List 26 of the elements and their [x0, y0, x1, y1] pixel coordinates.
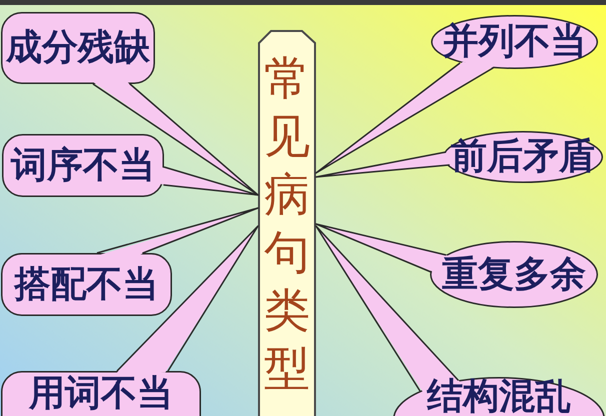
bubble-text: 成分残缺	[6, 30, 150, 66]
heading-box	[258, 30, 316, 416]
speech-bubble	[393, 377, 605, 416]
speech-bubble	[1, 12, 155, 84]
bubble-tail	[92, 81, 259, 196]
heading-text: 常见病句类型	[263, 50, 311, 397]
bubble-tail	[315, 151, 452, 178]
bubble-text: 结构混乱	[427, 378, 571, 414]
bubble-text: 重复多余	[442, 256, 586, 292]
bubble-text: 词序不当	[11, 148, 155, 184]
bubble-text: 搭配不当	[14, 266, 158, 302]
speech-bubble	[443, 131, 603, 183]
bubble-text: 并列不当	[442, 24, 586, 60]
bubble-tail	[315, 225, 460, 392]
speech-bubble	[1, 253, 172, 316]
speech-bubble	[2, 134, 164, 197]
speech-bubble	[1, 371, 201, 416]
bubble-text: 用词不当	[29, 376, 173, 412]
speech-bubble	[430, 241, 598, 308]
bubble-tail	[161, 166, 259, 196]
bubble-tail	[315, 223, 449, 273]
speech-bubble	[431, 15, 598, 69]
bubble-tail	[96, 207, 259, 256]
bubble-text: 前后矛盾	[451, 139, 595, 175]
bubble-tail	[116, 225, 259, 374]
bubble-tail	[315, 62, 495, 174]
